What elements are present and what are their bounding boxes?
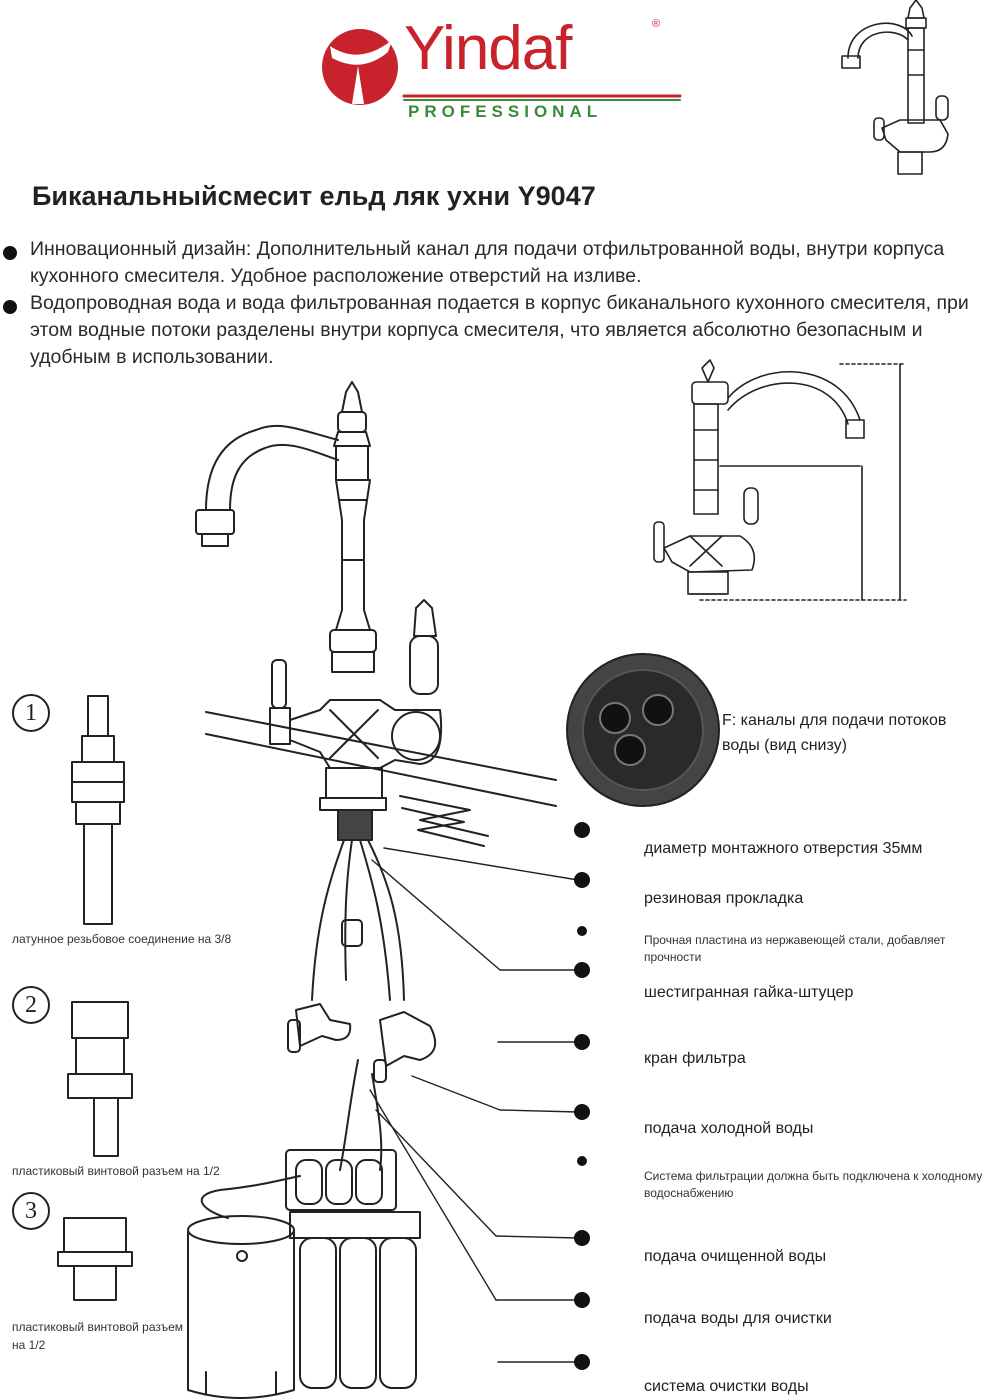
callout-marker: [574, 1292, 590, 1308]
channels-bottom-view-icon: [566, 653, 720, 807]
part-label: пластиковый винтовой разъем на 1/2: [12, 1320, 184, 1352]
connector-2-drawing: [67, 1001, 133, 1157]
callout-leader-lines: [369, 847, 579, 1363]
part-number: 1: [12, 694, 50, 732]
callout-label: Прочная пластина из нержавеющей стали, д…: [644, 933, 946, 964]
callout-marker: [574, 1104, 590, 1120]
callout-label: подача холодной воды: [644, 1120, 814, 1137]
channels-label: F: каналы для подачи потоков воды (вид с…: [722, 712, 947, 754]
part-number: 3: [12, 1192, 50, 1230]
callout-marker: [574, 1034, 590, 1050]
registered-mark: ®: [652, 18, 661, 30]
callout-label: Система фильтрации должна быть подключен…: [644, 1169, 983, 1200]
callout-marker: [577, 1156, 587, 1166]
feature-bullet: Инновационный дизайн: Дополнительный кан…: [30, 238, 945, 287]
callout-marker: [574, 962, 590, 978]
callout-label: диаметр монтажного отверстия 35мм: [644, 840, 923, 857]
callout-marker: [574, 872, 590, 888]
connector-3-drawing: [57, 1217, 133, 1301]
brand-name: Yindaf: [404, 14, 572, 83]
callout-label: шестигранная гайка-штуцер: [644, 984, 854, 1001]
callout-label: резиновая прокладка: [644, 890, 804, 907]
filter-system-drawing: [187, 1149, 421, 1399]
part-number: 2: [12, 986, 50, 1024]
feature-bullet: Водопроводная вода и вода фильтрованная …: [30, 292, 969, 368]
callout-label: подача воды для очистки: [644, 1310, 832, 1327]
callout-marker: [577, 926, 587, 936]
callout-label: кран фильтра: [644, 1050, 746, 1067]
faucet-dimension-drawing: [653, 359, 907, 601]
bullet-icon: [3, 300, 17, 314]
brand-tagline: PROFESSIONAL: [408, 102, 603, 121]
callout-label: система очистки воды: [644, 1378, 809, 1395]
callout-label: подача очищенной воды: [644, 1248, 827, 1265]
part-label: латунное резьбовое соединение на 3/8: [12, 932, 232, 946]
bullet-icon: [3, 246, 17, 260]
part-label: пластиковый винтовой разъем на 1/2: [12, 1164, 220, 1178]
connector-1-drawing: [71, 695, 125, 925]
callout-marker: [574, 822, 590, 838]
page-title: Биканальныйсмесит ельд ляк ухни Y9047: [32, 181, 596, 211]
callout-marker: [574, 1230, 590, 1246]
faucet-thumbnail-icon: [841, 0, 949, 175]
main-faucet-drawing: [195, 381, 557, 1171]
callout-marker: [574, 1354, 590, 1370]
logo-mark-icon: [322, 29, 398, 105]
